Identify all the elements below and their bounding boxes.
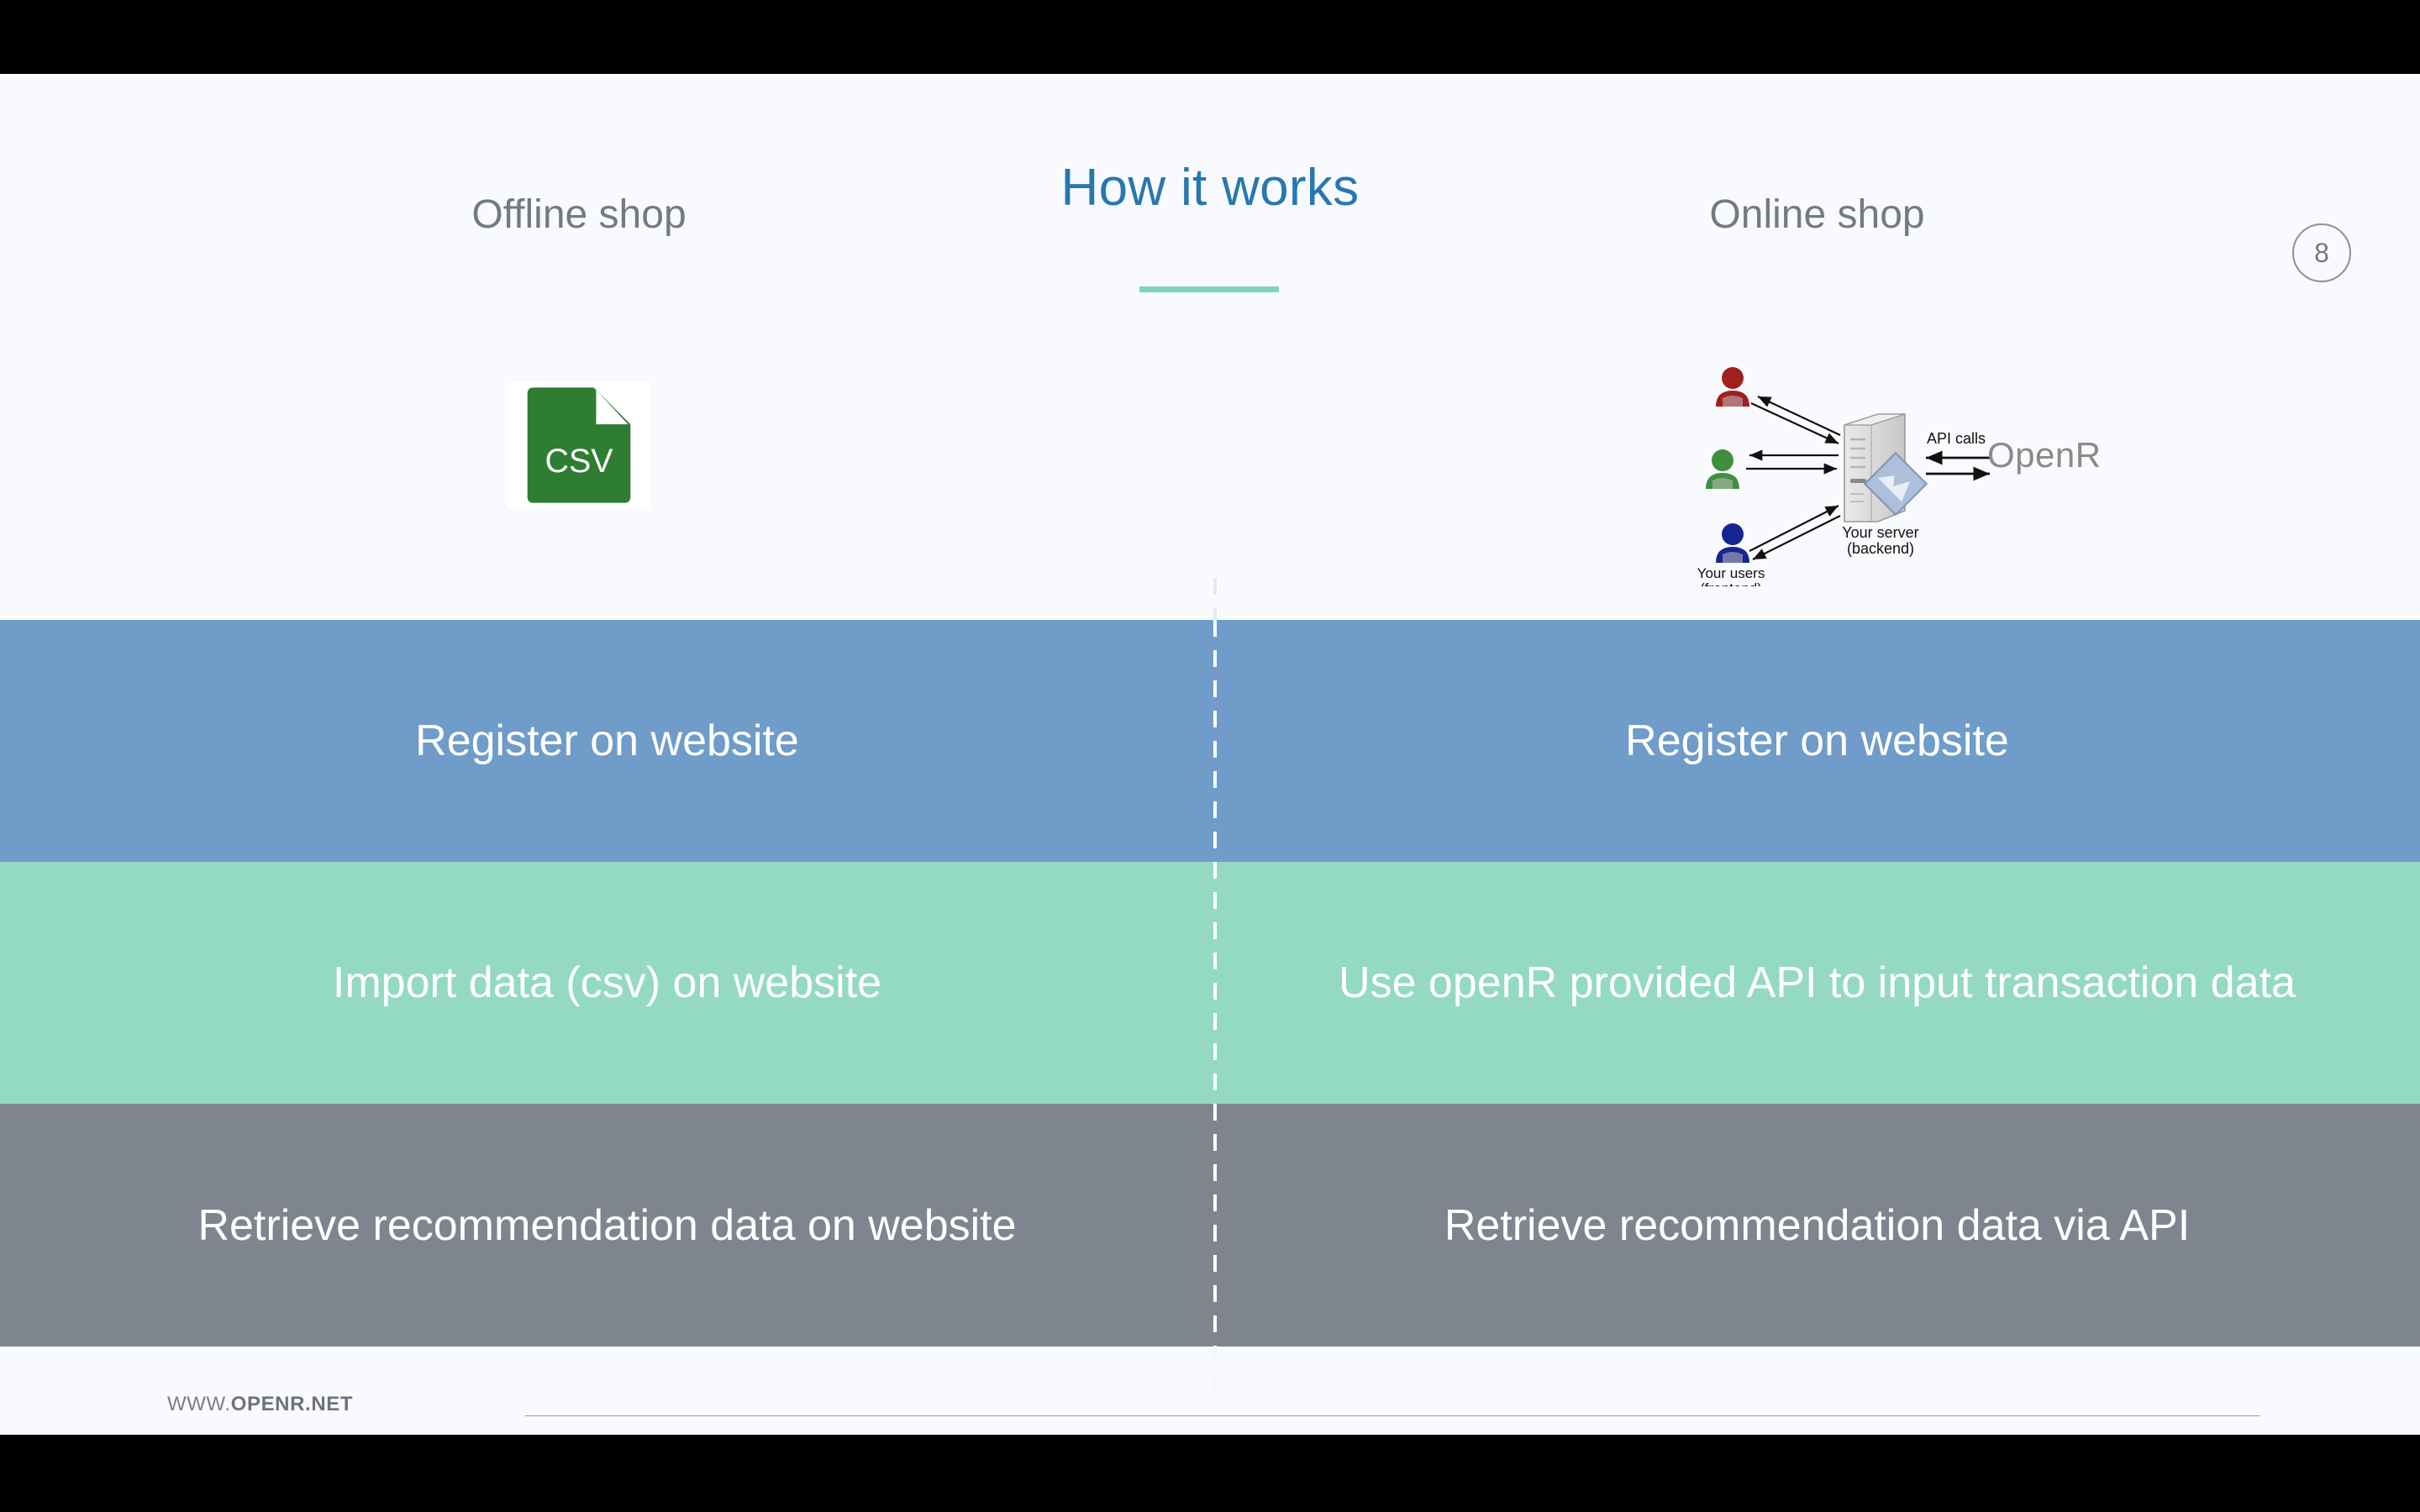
column-divider-lower — [1213, 1347, 1217, 1393]
column-header-offline: Offline shop — [471, 192, 687, 237]
column-divider — [1213, 620, 1217, 1347]
column-header-online: Online shop — [1709, 192, 1925, 237]
band-register-left-text: Register on website — [415, 717, 799, 765]
page-number-badge: 8 — [2292, 223, 2351, 282]
band-import-right-text: Use openR provided API to input transact… — [1339, 958, 2296, 1007]
footer-url: WWW.OPENR.NET — [167, 1393, 353, 1416]
user-icon-red — [1716, 367, 1749, 407]
users-label-line1: Your users — [1697, 565, 1765, 581]
server-icon — [1844, 413, 1928, 522]
architecture-diagram: API calls Your server (backend) Your use… — [1697, 351, 2118, 586]
band-import-left-text: Import data (csv) on website — [332, 958, 882, 1007]
users-label-line2: (frontend) — [1700, 580, 1762, 586]
slide-canvas: How it works 8 Offline shop Online shop … — [0, 74, 2420, 1435]
page-title: How it works — [1060, 159, 1360, 217]
openr-wordmark: OpenR — [1987, 435, 2102, 475]
server-label-line2: (backend) — [1847, 540, 1914, 557]
footer-divider-rule — [525, 1415, 2260, 1416]
band-retrieve: Retrieve recommendation data on website … — [0, 1104, 2420, 1347]
title-accent-underline — [1139, 286, 1279, 292]
server-label-line1: Your server — [1842, 524, 1918, 541]
band-retrieve-left-text: Retrieve recommendation data on website — [197, 1200, 1017, 1250]
api-calls-label: API calls — [1927, 430, 1986, 447]
column-divider-upper — [1213, 578, 1217, 620]
footer-url-prefix: WWW. — [167, 1393, 231, 1415]
band-import: Import data (csv) on website Use openR p… — [0, 862, 2420, 1104]
band-register-right-text: Register on website — [1625, 717, 2009, 765]
user-icon-green — [1706, 449, 1739, 489]
csv-icon-container: CSV — [508, 382, 650, 508]
footer-url-domain: OPENR.NET — [230, 1393, 354, 1415]
architecture-diagram-svg: API calls Your server (backend) Your use… — [1697, 367, 1990, 586]
band-register: Register on website Register on website — [0, 620, 2420, 862]
csv-file-icon: CSV — [527, 387, 631, 503]
band-retrieve-right-text: Retrieve recommendation data via API — [1444, 1200, 2191, 1250]
user-icon-blue — [1716, 523, 1749, 563]
svg-text:CSV: CSV — [544, 443, 613, 480]
